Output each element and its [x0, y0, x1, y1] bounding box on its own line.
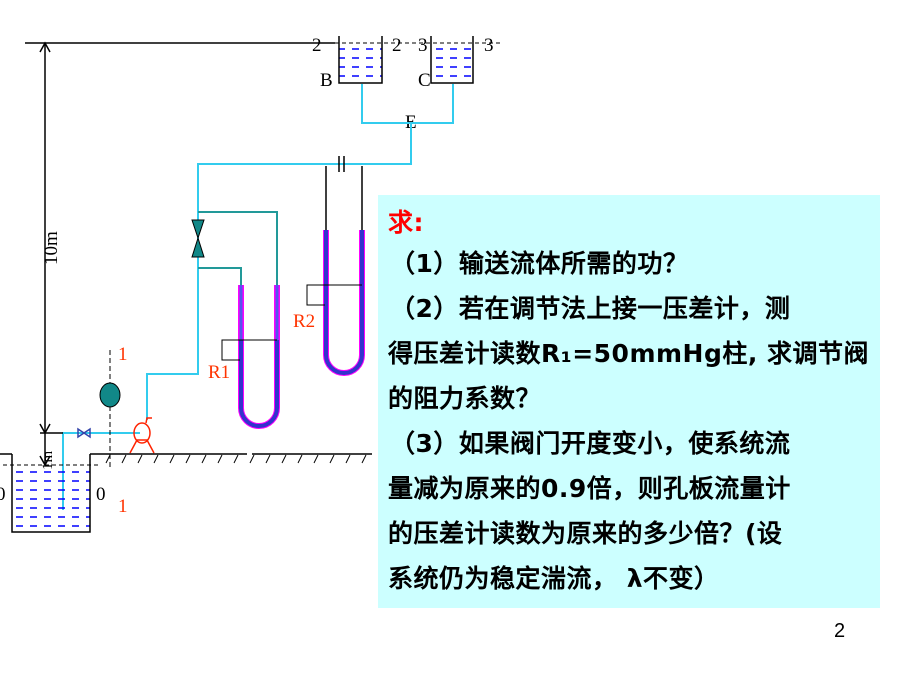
pressure-gauge-icon — [99, 350, 121, 470]
manometer-r2 — [306, 166, 365, 376]
label-tank-c: C — [418, 70, 431, 91]
question-title: 求: — [388, 208, 424, 237]
pump-icon — [129, 417, 155, 454]
orifice-plate — [338, 156, 345, 172]
manometer-r1 — [221, 285, 280, 429]
label-section-3-right: 3 — [484, 35, 494, 56]
label-height-10m: 10m — [41, 231, 62, 265]
question-line-5: （3）如果阀门开度变小，使系统流 — [390, 429, 791, 458]
question-line-2: （2）若在调节法上接一压差计，测 — [390, 294, 791, 323]
question-line-1: （1）输送流体所需的功？ — [390, 249, 689, 278]
label-manometer-r1: R1 — [208, 362, 230, 383]
question-line-4: 的阻力系数？ — [388, 384, 542, 413]
question-line-7: 的压差计读数为原来的多少倍？(设 — [388, 519, 783, 548]
label-section-2-right: 2 — [392, 35, 402, 56]
r1-tap-lines — [198, 211, 278, 285]
label-section-1-top: 1 — [118, 344, 128, 365]
label-tank-b: B — [320, 70, 333, 91]
ground-hatch — [105, 454, 367, 464]
label-section-2-left: 2 — [312, 35, 322, 56]
regulating-valve-icon — [191, 219, 205, 258]
label-manometer-r2: R2 — [293, 311, 315, 332]
height-dimension — [39, 41, 63, 467]
question-line-8: 系统仍为稳定湍流， λ不变） — [388, 564, 720, 593]
tank-b — [338, 36, 383, 84]
label-section-0-left: 0 — [0, 484, 6, 505]
tank-c — [430, 36, 474, 84]
label-section-1-bottom: 1 — [118, 496, 128, 517]
label-section-3-left: 3 — [418, 35, 428, 56]
supply-tank — [3, 454, 100, 533]
question-line-3: 得压差计读数R₁=50mmHg柱, 求调节阀 — [388, 339, 870, 368]
question-box: 求: （1）输送流体所需的功？ （2）若在调节法上接一压差计，测 得压差计读数R… — [378, 195, 880, 608]
page-number: 2 — [834, 620, 846, 642]
question-line-6: 量减为原来的0.9倍，则孔板流量计 — [388, 474, 791, 503]
suction-valve-icon — [77, 427, 91, 439]
label-section-0-right: 0 — [96, 484, 106, 505]
